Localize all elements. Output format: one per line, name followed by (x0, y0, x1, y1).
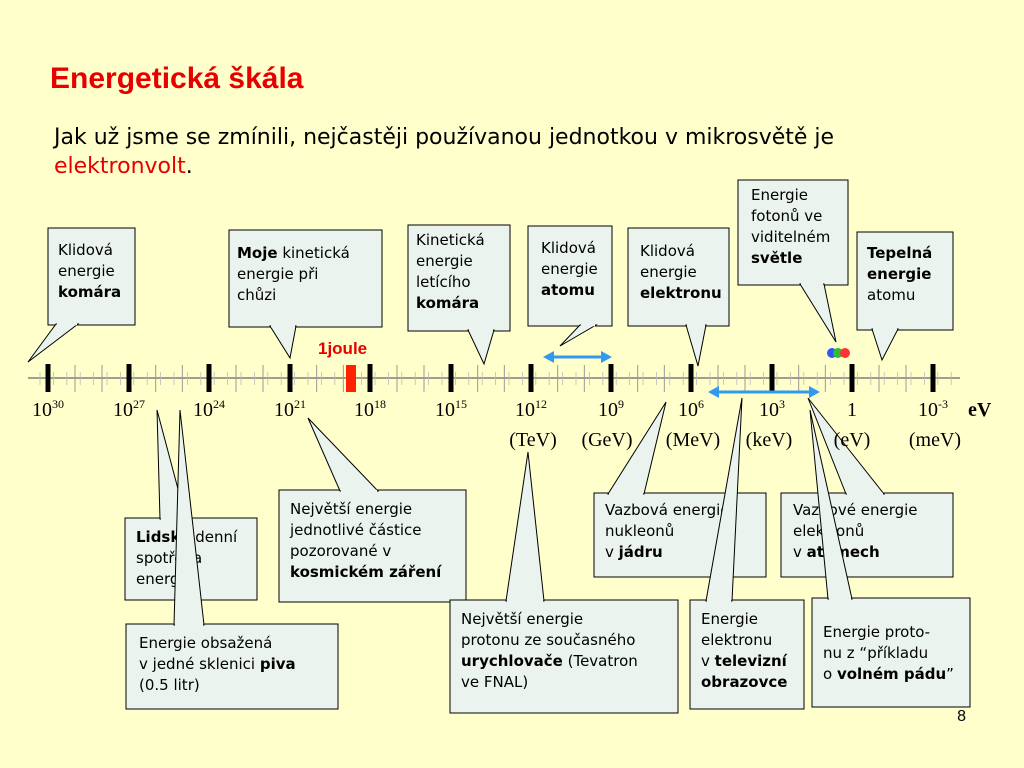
light-color-dot (833, 348, 843, 358)
tick-label: 1 (847, 399, 857, 421)
callout-tail (505, 451, 545, 602)
energy-unit-label: (keV) (746, 429, 793, 451)
tick-label: 1015 (435, 397, 467, 421)
tick-label: 109 (598, 397, 624, 421)
atomic-binding-box: Vazbové energieelektronův atomech (780, 397, 954, 578)
intro-text: Jak už jsme se zmínili, nejčastěji použí… (54, 123, 934, 181)
energy-axis: 1030 1027 1024 1021 1018 1015 1012 109 106 103 1 10… (28, 364, 992, 451)
major-tick (287, 364, 293, 392)
joule-label: 1joule (318, 339, 367, 358)
major-tick (45, 364, 51, 392)
major-tick (367, 364, 373, 392)
major-tick (448, 364, 454, 392)
energy-unit-label: (TeV) (509, 429, 556, 451)
tick-label: 1027 (113, 397, 145, 421)
callout-box (407, 224, 511, 332)
joule-marker (346, 365, 356, 392)
tick-label: 1024 (193, 397, 225, 421)
atom-rest-range-arrow (543, 351, 612, 363)
light-color-dot (840, 348, 850, 358)
intro-sentence: Jak už jsme se zmínili, nejčastěji použí… (54, 125, 835, 150)
page-title: Energetická škála (50, 62, 304, 95)
callout-box (856, 231, 954, 331)
major-tick (608, 364, 614, 392)
intro-end: . (185, 154, 193, 179)
axis-extras: 1joule (318, 339, 850, 398)
callout-box (811, 597, 971, 708)
callout-tail (269, 325, 297, 360)
callout-tail (799, 283, 837, 343)
callout-box (689, 599, 805, 710)
intro-accent-word: elektronvolt (54, 154, 186, 179)
tick-label: 10-3 (918, 397, 948, 421)
electron-rest-range-arrow (708, 386, 820, 398)
callout-tail (27, 323, 80, 363)
callout-tail (467, 329, 495, 366)
callout-tail (685, 324, 707, 367)
callout-box (780, 492, 954, 578)
axis-unit-label: eV (968, 399, 992, 421)
callout-tail (871, 328, 899, 362)
tick-label: 106 (678, 397, 704, 421)
page-number: 8 (957, 708, 966, 725)
callout-tail (559, 324, 598, 347)
energy-unit-label: (MeV) (666, 429, 720, 451)
major-tick (206, 364, 212, 392)
callout-box (737, 179, 849, 286)
callout-box (527, 225, 613, 327)
callout-box (627, 227, 730, 327)
callout-box (47, 227, 136, 326)
major-tick (528, 364, 534, 392)
major-tick (849, 364, 855, 392)
energy-unit-label: (meV) (909, 429, 961, 451)
energy-unit-label: (eV) (834, 429, 871, 451)
callout-tail (307, 417, 380, 492)
energy-unit-label: (GeV) (581, 429, 632, 451)
callout-box (125, 623, 339, 710)
callout-box (278, 489, 467, 603)
major-tick (930, 364, 936, 392)
tick-label: 103 (759, 397, 785, 421)
major-tick (688, 364, 694, 392)
callout-box (228, 229, 383, 328)
callout-box (593, 492, 767, 578)
callout-box (449, 599, 679, 714)
major-tick (769, 364, 775, 392)
tick-label: 1012 (515, 397, 547, 421)
tick-label: 1021 (274, 397, 306, 421)
major-tick (126, 364, 132, 392)
tick-label: 1018 (354, 397, 386, 421)
tick-label: 1030 (32, 397, 64, 421)
